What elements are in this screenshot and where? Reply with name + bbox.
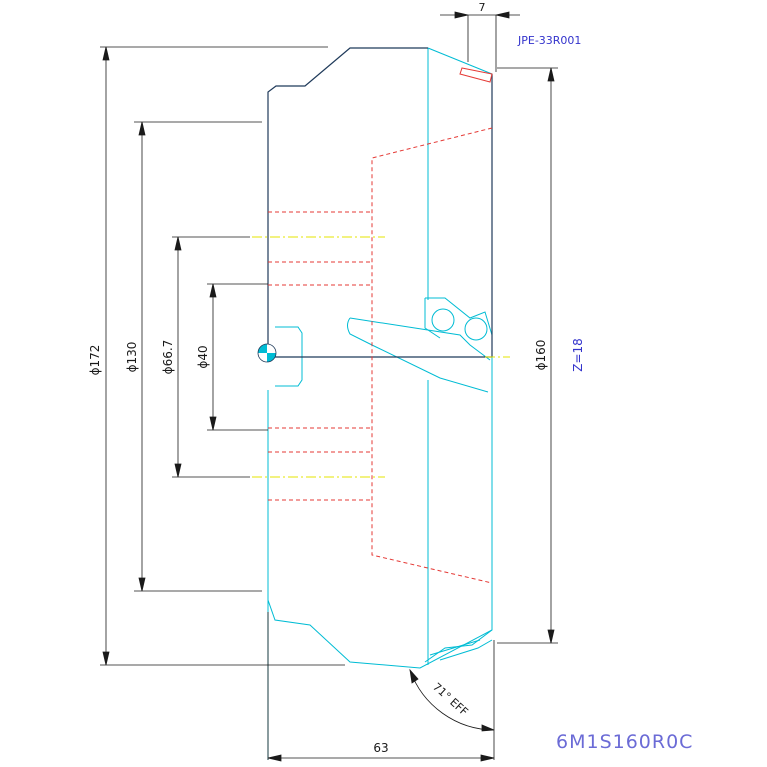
part-code-label: 6M1S160R0C <box>556 731 693 753</box>
dim-160-label: ϕ160 <box>534 340 548 371</box>
dim-66-7-label: ϕ66.7 <box>161 340 175 375</box>
dim-40-label: ϕ40 <box>196 345 210 368</box>
dimension-lines <box>100 11 558 762</box>
center-marker <box>257 343 277 363</box>
cutter-body-outline <box>267 47 493 358</box>
hidden-lines <box>268 127 493 584</box>
angle-label: 71° EFF <box>430 680 470 718</box>
insert-code-label: JPE-33R001 <box>517 34 581 47</box>
insert-tip <box>459 67 493 83</box>
dim-7-label: 7 <box>479 1 486 14</box>
dim-172-label: ϕ172 <box>88 345 102 376</box>
center-lines <box>252 236 510 478</box>
teeth-count-label: Z=18 <box>571 338 585 372</box>
dim-130-label: ϕ130 <box>125 342 139 373</box>
cutter-body-cyan <box>267 47 493 760</box>
dim-63-label: 63 <box>373 741 388 755</box>
